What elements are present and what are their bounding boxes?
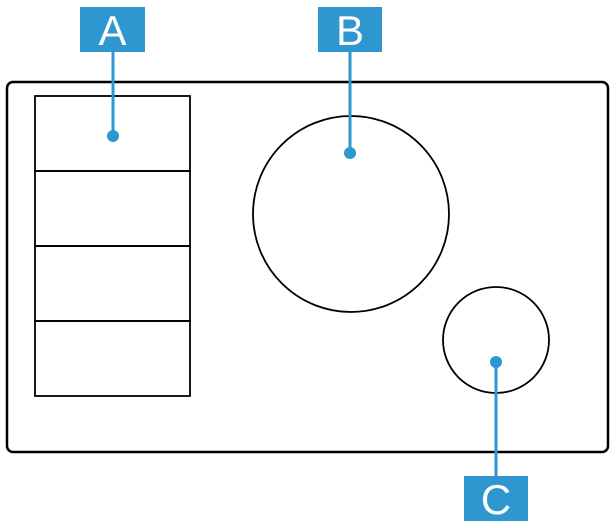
panel-segment-3 — [34, 245, 191, 322]
callout-a-dot — [107, 130, 119, 142]
device-outline — [5, 80, 610, 454]
callout-b-badge — [318, 7, 382, 52]
callout-a-badge — [80, 7, 145, 52]
callout-b: B — [318, 7, 382, 159]
callout-a-label: A — [98, 7, 126, 54]
callout-c: C — [464, 356, 528, 523]
callout-c-badge — [464, 476, 528, 521]
callout-b-label: B — [336, 7, 364, 54]
callout-a: A — [80, 7, 145, 142]
callout-c-label: C — [481, 476, 511, 523]
panel-segment-2 — [34, 170, 191, 247]
callout-c-dot — [490, 356, 502, 368]
panel-segment-4 — [34, 320, 191, 397]
callout-b-dot — [344, 147, 356, 159]
